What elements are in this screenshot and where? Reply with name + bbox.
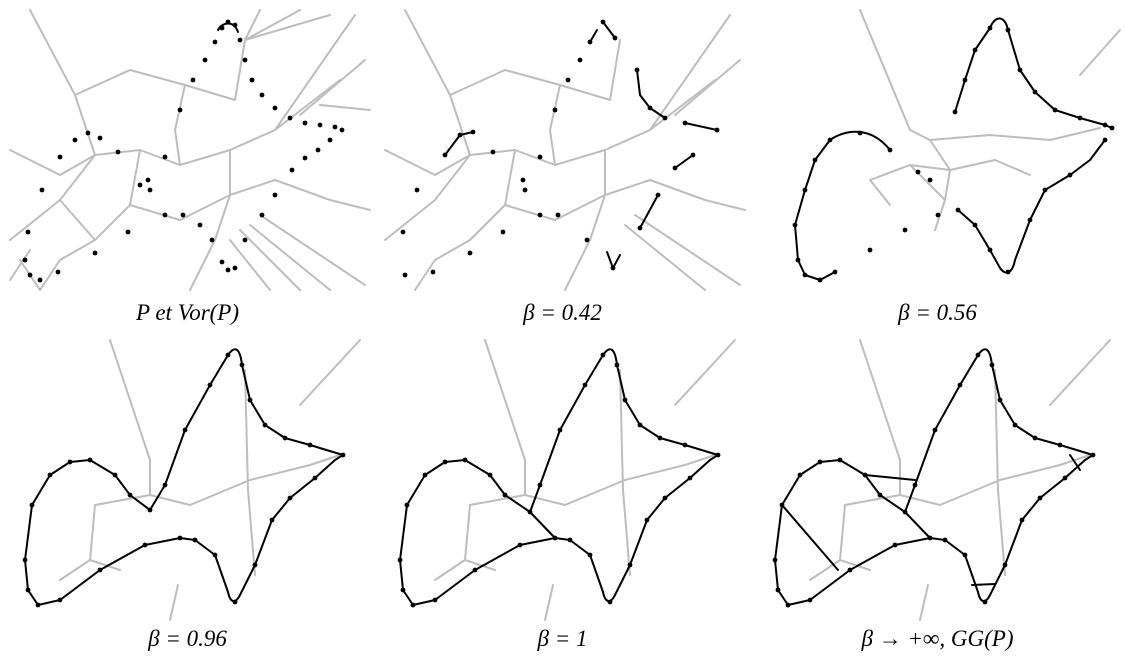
- caption: β = 0.56: [898, 300, 977, 325]
- voronoi-edges: [9, 9, 371, 291]
- beta-skeleton-diagram: [792, 9, 1121, 283]
- panel-gabriel-graph: β → +∞, GG(P): [750, 330, 1125, 660]
- caption: β = 1: [537, 626, 588, 651]
- skeleton-edges: [399, 348, 719, 606]
- beta-skeleton-diagram: [397, 339, 736, 621]
- gabriel-graph-diagram: [772, 339, 1111, 621]
- voronoi-edges: [59, 339, 361, 621]
- voronoi-edges: [809, 339, 1111, 621]
- sample-points: [22, 352, 346, 608]
- sample-points: [792, 25, 1115, 283]
- skeleton-edges: [794, 17, 1113, 281]
- sample-points: [772, 352, 1096, 608]
- skeleton-edges: [24, 348, 344, 606]
- sample-points: [397, 352, 721, 608]
- voronoi-diagram-full: [9, 9, 371, 291]
- voronoi-edges: [384, 9, 746, 291]
- panel-beta-0-56: β = 0.56: [750, 0, 1125, 330]
- voronoi-edges: [434, 339, 736, 621]
- beta-skeleton-diagram: [22, 339, 361, 621]
- caption: P et Vor(P): [135, 300, 240, 325]
- skeleton-edges: [444, 21, 718, 269]
- caption: β → +∞, GG(P): [861, 626, 1014, 651]
- panel-beta-0-42: β = 0.42: [375, 0, 750, 330]
- sample-points: [22, 19, 345, 283]
- sample-points: [400, 19, 720, 278]
- skeleton-edges: [774, 348, 1094, 606]
- caption: β = 0.96: [148, 626, 227, 651]
- beta-skeleton-diagram: [384, 9, 746, 291]
- panel-voronoi: P et Vor(P): [0, 0, 375, 330]
- voronoi-edges: [859, 9, 1121, 231]
- panel-beta-0-96: β = 0.96: [0, 330, 375, 660]
- caption: β = 0.42: [523, 300, 602, 325]
- panel-beta-1: β = 1: [375, 330, 750, 660]
